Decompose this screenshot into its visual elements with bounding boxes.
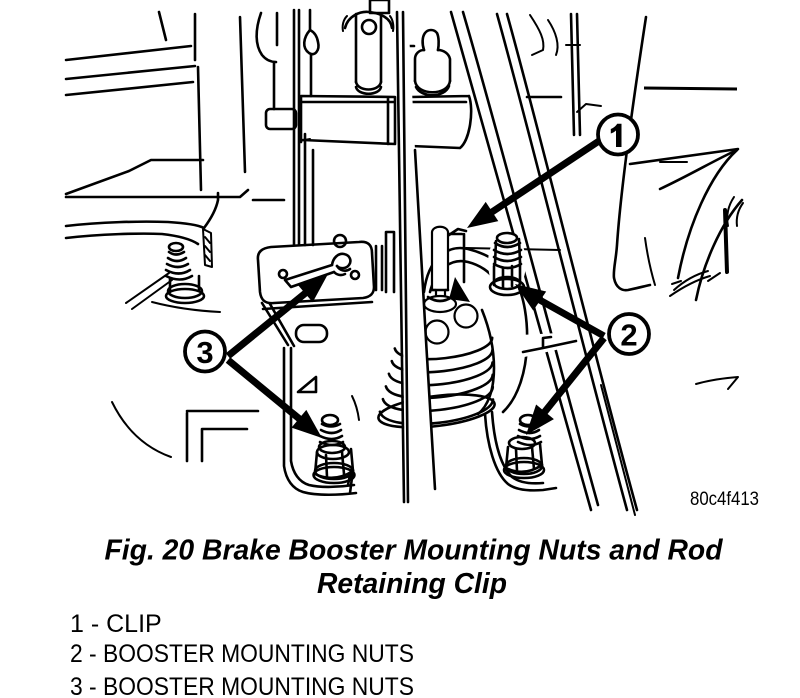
svg-text:1 - CLIP: 1 - CLIP (70, 610, 162, 638)
svg-text:Fig. 20 Brake Booster Mounting: Fig. 20 Brake Booster Mounting Nuts and … (105, 535, 724, 567)
svg-text:3 - BOOSTER MOUNTING NUTS: 3 - BOOSTER MOUNTING NUTS (70, 673, 414, 698)
svg-text:80c4f413: 80c4f413 (690, 489, 759, 510)
svg-text:Retaining Clip: Retaining Clip (317, 568, 507, 600)
svg-text:2: 2 (620, 318, 637, 353)
svg-text:2 - BOOSTER MOUNTING NUTS: 2 - BOOSTER MOUNTING NUTS (70, 640, 414, 668)
svg-text:3: 3 (196, 335, 213, 370)
